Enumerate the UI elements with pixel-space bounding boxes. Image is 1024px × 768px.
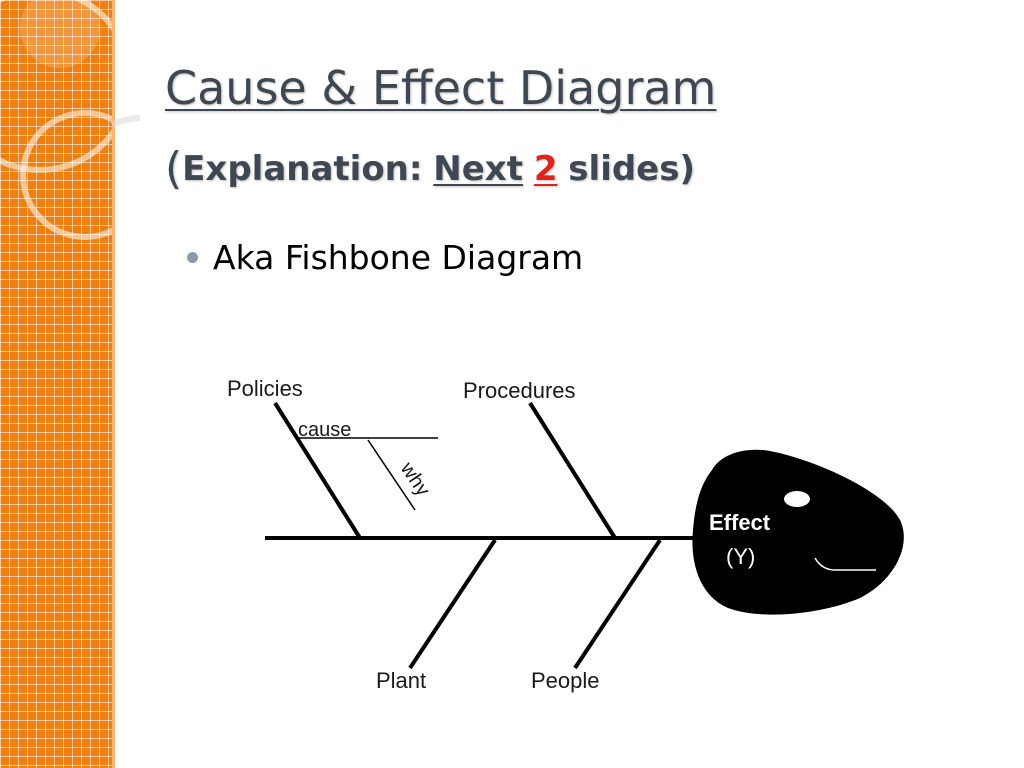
bullet-item: Aka Fishbone Diagram: [187, 238, 583, 277]
decorative-ring-overlap: [110, 115, 140, 128]
decorative-rings: [0, 0, 112, 240]
bone-procedures: [528, 401, 617, 540]
bone-policies: [273, 401, 362, 540]
label-why: why: [395, 458, 434, 501]
label-cause: cause: [298, 419, 351, 441]
label-policies: Policies: [227, 376, 303, 401]
subtitle-number: 2: [533, 149, 558, 189]
subtitle-open-paren: (: [165, 143, 183, 194]
fish-eye-icon: [784, 491, 810, 507]
label-procedures: Procedures: [463, 378, 576, 403]
bone-people: [573, 538, 662, 670]
label-effect: Effect: [709, 510, 771, 535]
slide-subtitle: (Explanation: Next 2 slides): [165, 143, 695, 196]
subtitle-next: Next: [433, 149, 523, 189]
decorative-side-panel: [0, 0, 112, 768]
subtitle-slides: slides): [568, 149, 696, 189]
fish-head: [692, 449, 904, 615]
bone-plant: [408, 538, 497, 670]
fish-mouth: [814, 557, 876, 571]
label-plant: Plant: [376, 668, 426, 693]
why-line: [367, 439, 416, 511]
slide-title: Cause & Effect Diagram: [165, 61, 717, 115]
bullet-dot-icon: [187, 252, 198, 263]
label-effect-y: (Y): [726, 544, 755, 569]
subtitle-explanation: Explanation:: [182, 149, 423, 189]
bullet-text: Aka Fishbone Diagram: [213, 238, 584, 277]
label-people: People: [531, 668, 600, 693]
side-panel-edge: [112, 0, 115, 768]
